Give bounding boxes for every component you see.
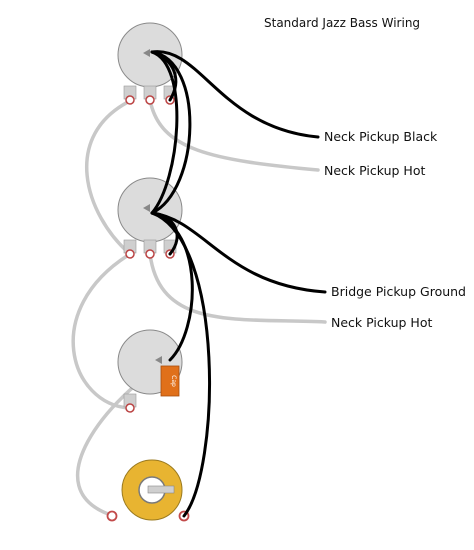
wire-neck-hot bbox=[148, 98, 320, 172]
hot-wires bbox=[71, 98, 327, 518]
label-bridge-pickup-ground: Bridge Pickup Ground bbox=[331, 284, 466, 299]
wire-neck-hot-2 bbox=[148, 252, 327, 324]
wire-ground-pot1-pot2-a bbox=[150, 50, 192, 215]
wire-pot1-lug-ground bbox=[150, 50, 178, 102]
tone-capacitor: Cap bbox=[160, 365, 180, 397]
jack-lug-left bbox=[106, 510, 118, 522]
output-jack bbox=[106, 459, 190, 522]
wire-pot2-to-tone bbox=[71, 252, 132, 410]
volume-pot-neck bbox=[117, 22, 183, 105]
wire-ground-pot1-pot2-b bbox=[150, 50, 179, 215]
diagram-title: Standard Jazz Bass Wiring bbox=[264, 16, 420, 30]
wire-pot2-lug-ground bbox=[150, 211, 179, 256]
label-neck-pickup-hot-1: Neck Pickup Hot bbox=[324, 163, 425, 178]
wire-bridge-ground bbox=[150, 211, 327, 294]
wire-neck-black bbox=[150, 50, 320, 139]
wire-pot1-to-pot2 bbox=[84, 98, 134, 256]
capacitor-label: Cap bbox=[170, 375, 177, 387]
label-neck-pickup-black: Neck Pickup Black bbox=[324, 129, 438, 144]
label-neck-pickup-hot-2: Neck Pickup Hot bbox=[331, 315, 432, 330]
ground-wires bbox=[150, 50, 327, 518]
